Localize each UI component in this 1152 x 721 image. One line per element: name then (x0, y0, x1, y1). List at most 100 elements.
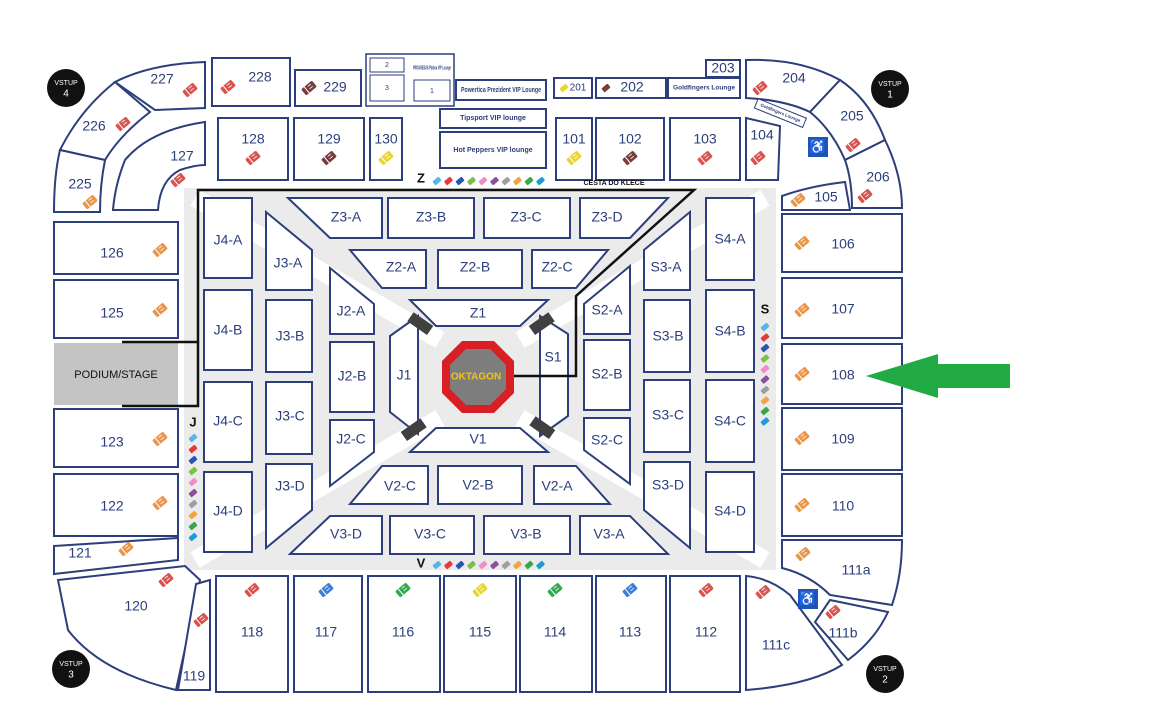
svg-text:S4-D: S4-D (714, 503, 746, 519)
svg-text:J4-C: J4-C (213, 413, 243, 429)
svg-text:117: 117 (315, 624, 338, 640)
hot-peppers-vip-lounge[interactable] (439, 131, 547, 169)
svg-text:120: 120 (124, 598, 148, 614)
ramp (528, 312, 555, 335)
section-226[interactable] (58, 80, 152, 162)
section-227[interactable] (113, 60, 206, 112)
block-z2-c[interactable] (531, 249, 611, 289)
block-j3-c[interactable] (265, 381, 313, 455)
block-z3-d[interactable] (579, 197, 671, 239)
block-z3-a[interactable] (285, 197, 383, 239)
section-127[interactable] (111, 120, 206, 211)
svg-text:J2-B: J2-B (338, 368, 367, 384)
section-228[interactable] (211, 57, 291, 107)
block-j4-d[interactable] (203, 471, 253, 553)
svg-text:3: 3 (68, 670, 74, 681)
section-119[interactable] (176, 578, 211, 691)
section-201[interactable] (553, 77, 593, 99)
block-v2-c[interactable] (347, 465, 429, 505)
block-s4-a[interactable] (705, 197, 755, 281)
block-s2-b[interactable] (583, 339, 631, 411)
block-z2-b[interactable] (437, 249, 523, 289)
block-z3-b[interactable] (387, 197, 475, 239)
block-v3-c[interactable] (389, 515, 475, 555)
octagon-cage[interactable]: OKTAGON (442, 341, 514, 413)
block-j1[interactable] (389, 314, 419, 437)
block-j4-b[interactable] (203, 289, 253, 371)
svg-text:229: 229 (323, 79, 347, 95)
section-103[interactable] (669, 117, 741, 181)
powertica-lounge[interactable] (455, 79, 547, 101)
block-s3-b[interactable] (643, 299, 691, 373)
svg-text:227: 227 (150, 71, 174, 87)
progresus-vip-lounge[interactable]: 2 3 1 PROGRESUS Platina VIP Lounge (365, 53, 455, 107)
floor-aisles (190, 190, 770, 568)
goldfingers-lounge[interactable] (667, 77, 741, 99)
block-j4-a[interactable] (203, 197, 253, 279)
svg-text:Z3-C: Z3-C (510, 209, 541, 225)
section-114[interactable] (519, 575, 593, 693)
section-111c[interactable] (745, 574, 844, 692)
block-j3-a[interactable] (265, 209, 313, 291)
section-117[interactable] (293, 575, 363, 693)
block-v3-a[interactable] (579, 515, 671, 555)
block-v2-a[interactable] (533, 465, 613, 505)
svg-text:3: 3 (385, 85, 389, 92)
block-v2-b[interactable] (437, 465, 523, 505)
svg-text:206: 206 (866, 169, 890, 185)
block-s3-a[interactable] (643, 209, 691, 291)
block-j4-c[interactable] (203, 381, 253, 463)
svg-text:202: 202 (620, 79, 644, 95)
section-128[interactable] (217, 117, 289, 181)
block-s2-c[interactable] (583, 417, 631, 486)
section-129[interactable] (293, 117, 365, 181)
block-j2-c[interactable] (329, 419, 375, 489)
section-113[interactable] (595, 575, 667, 693)
section-130[interactable] (369, 117, 403, 181)
svg-text:225: 225 (68, 176, 92, 192)
svg-text:Z3-B: Z3-B (416, 209, 446, 225)
block-j2-b[interactable] (329, 341, 375, 413)
block-s4-c[interactable] (705, 379, 755, 463)
section-202[interactable] (595, 77, 667, 99)
ticket-icon (535, 176, 546, 186)
block-v1[interactable] (407, 427, 551, 453)
section-118[interactable] (215, 575, 289, 693)
svg-text:J3-C: J3-C (275, 408, 305, 424)
section-111a[interactable] (781, 539, 904, 607)
block-j2-a[interactable] (329, 265, 375, 335)
svg-text:104: 104 (750, 127, 774, 143)
block-z2-a[interactable] (347, 249, 427, 289)
block-v3-b[interactable] (483, 515, 571, 555)
block-z1[interactable] (407, 299, 551, 327)
section-102[interactable] (595, 117, 665, 181)
walkway-line (122, 342, 200, 408)
block-s2-a[interactable] (583, 263, 631, 335)
section-110[interactable] (781, 473, 903, 537)
section-120[interactable] (56, 564, 202, 692)
svg-text:204: 204 (782, 70, 806, 86)
section-116[interactable] (367, 575, 441, 693)
block-s3-c[interactable] (643, 379, 691, 453)
svg-text:2: 2 (882, 675, 888, 686)
block-v3-d[interactable] (287, 515, 383, 555)
green-arrow-icon (866, 354, 1010, 398)
svg-text:107: 107 (831, 301, 855, 317)
block-j3-d[interactable] (265, 463, 313, 551)
block-s4-d[interactable] (705, 471, 755, 553)
tipsport-vip-lounge[interactable] (439, 108, 547, 129)
section-203[interactable] (705, 59, 741, 78)
block-j3-b[interactable] (265, 299, 313, 373)
block-z3-c[interactable] (483, 197, 571, 239)
section-101[interactable] (555, 117, 593, 181)
section-206[interactable] (843, 138, 904, 209)
section-115[interactable] (443, 575, 517, 693)
block-s3-d[interactable] (643, 461, 691, 551)
block-s4-b[interactable] (705, 289, 755, 373)
section-121[interactable] (53, 536, 179, 576)
ramp (400, 418, 427, 441)
